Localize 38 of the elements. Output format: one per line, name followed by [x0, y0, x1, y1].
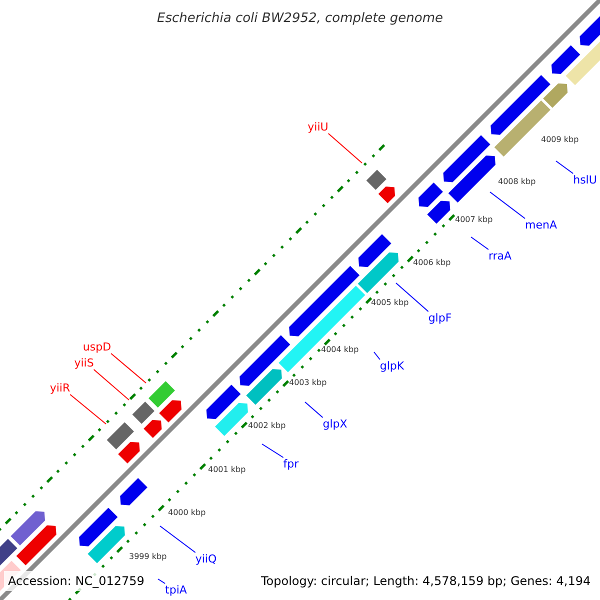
scale-label: 4007 kbp: [455, 215, 493, 225]
leader-line: [374, 352, 380, 360]
gene-label: menA: [525, 218, 557, 232]
scale-label: 4000 kbp: [168, 508, 206, 518]
leader-line: [160, 526, 196, 553]
gene-label: glpX: [322, 418, 348, 430]
scale-label: 4008 kbp: [498, 177, 536, 187]
scale-label: 4005 kbp: [371, 298, 409, 308]
leader-line: [490, 192, 526, 219]
scale-label: 4003 kbp: [289, 378, 327, 388]
gene-label: yiiU: [308, 120, 328, 134]
scale-label: 4004 kbp: [321, 345, 359, 355]
leader-line: [328, 133, 362, 164]
gene-label: hslU: [573, 174, 597, 186]
gene-label: rraA: [488, 250, 512, 262]
leader-line: [396, 282, 429, 312]
gene-label: fpr: [283, 458, 299, 470]
gene-label: yiiQ: [195, 552, 217, 566]
gene-label: glpF: [428, 312, 452, 324]
gene-label: glpK: [380, 360, 404, 372]
map-title: Escherichia coli BW2952, complete genome: [156, 10, 444, 28]
leader-line: [262, 444, 284, 458]
leader-line: [70, 394, 106, 424]
gene-label: yiiS: [74, 356, 94, 370]
leader-line: [110, 353, 146, 384]
leader-line: [556, 160, 574, 174]
leader-line: [470, 236, 489, 250]
scale-label: 4001 kbp: [208, 465, 246, 475]
leader-line: [304, 402, 324, 418]
leader-line: [158, 578, 166, 584]
leader-line: [93, 369, 130, 400]
scale-label: 4009 kbp: [541, 135, 579, 145]
scale-label: 3999 kbp: [129, 552, 167, 562]
gene-label: yiiR: [50, 382, 70, 394]
gene-label: tpiA: [165, 584, 187, 596]
scale-label: 4006 kbp: [413, 258, 451, 268]
scale-label: 4002 kbp: [248, 421, 286, 431]
gene-label: uspD: [82, 340, 112, 354]
